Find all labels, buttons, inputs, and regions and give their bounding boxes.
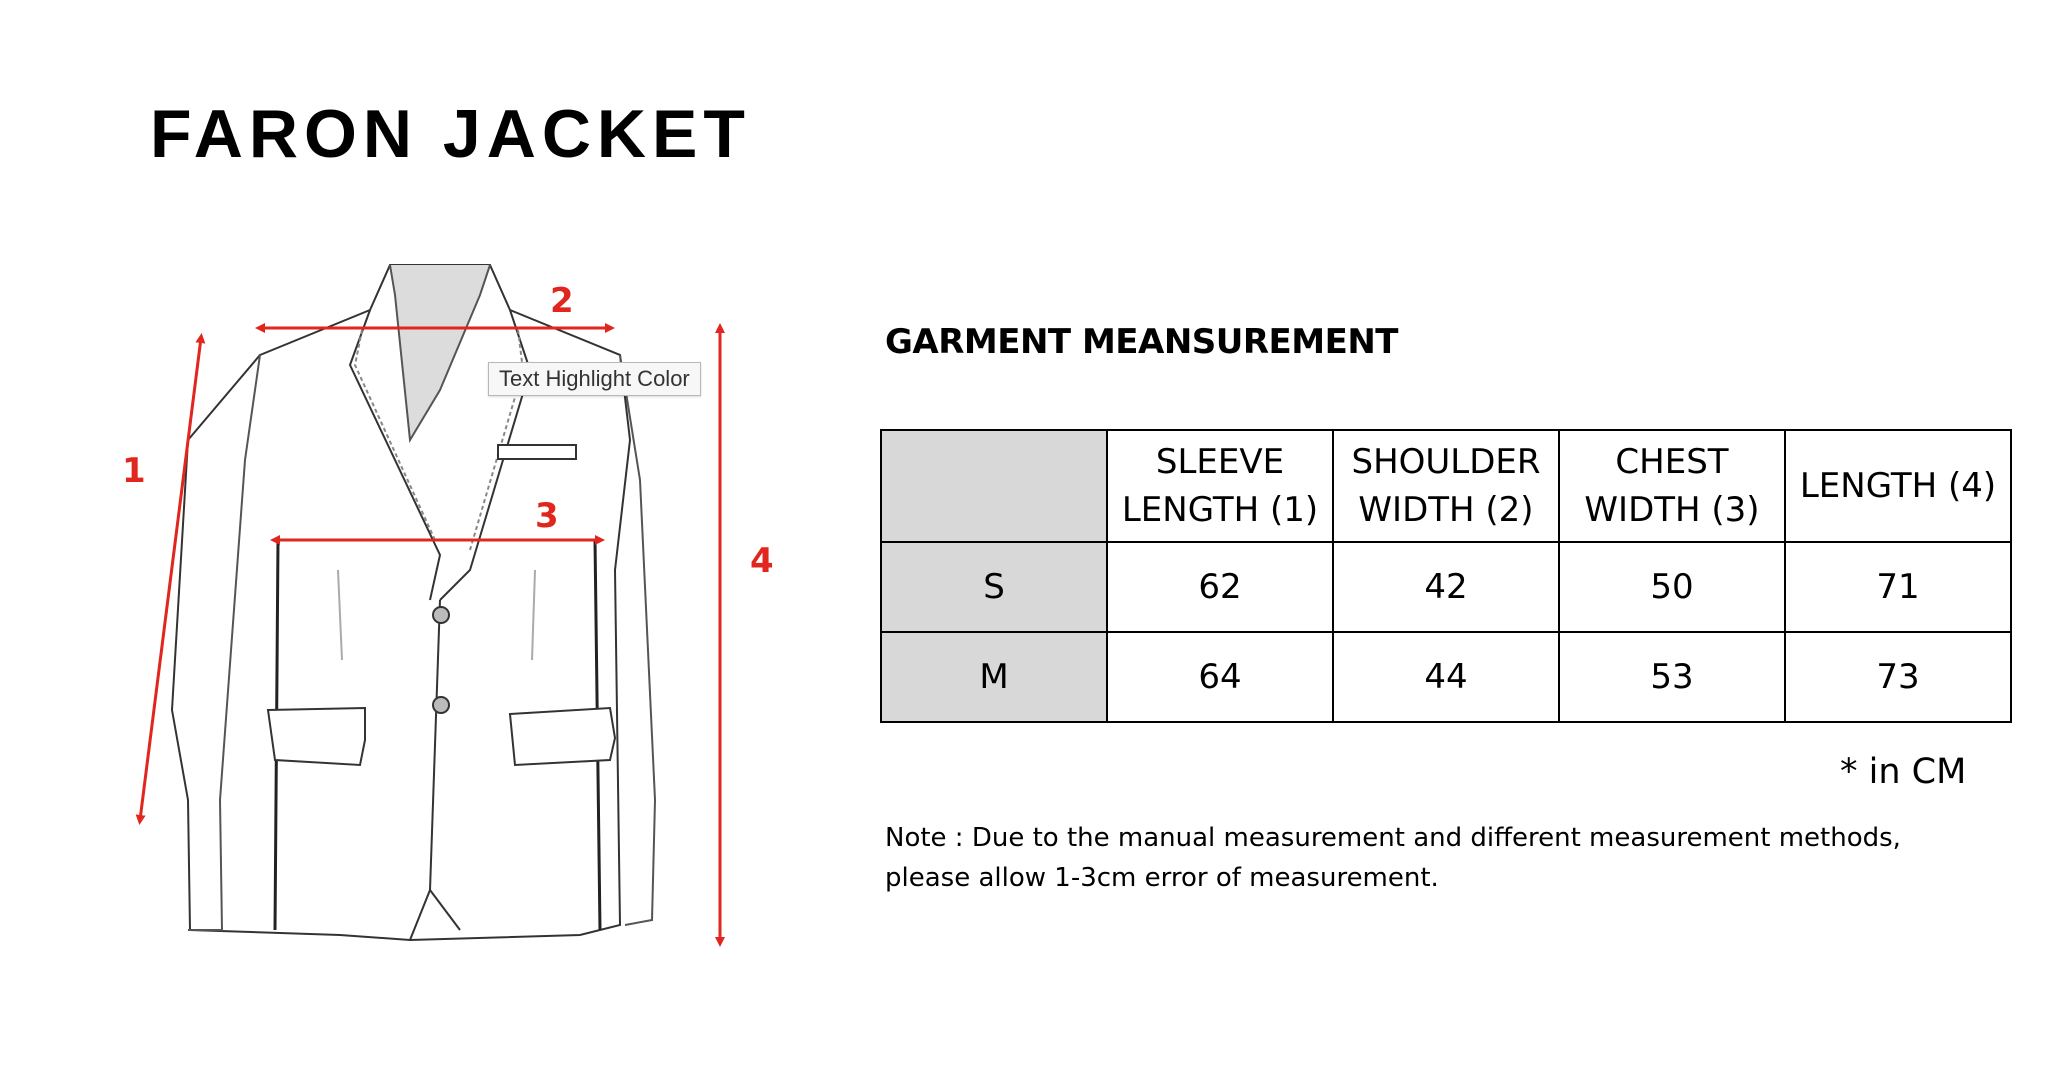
note-line-2: please allow 1-3cm error of measurement.	[885, 863, 1439, 893]
table-row: S 62 42 50 71	[880, 541, 2012, 633]
measurement-arrows	[135, 323, 725, 947]
header-shoulder-width: SHOULDER WIDTH (2)	[1332, 429, 1560, 543]
measurement-table: SLEEVE LENGTH (1) SHOULDER WIDTH (2) CHE…	[880, 429, 2012, 723]
table-header-row: SLEEVE LENGTH (1) SHOULDER WIDTH (2) CHE…	[880, 429, 2012, 543]
value-cell: 71	[1784, 541, 2012, 633]
table-row: M 64 44 53 73	[880, 631, 2012, 723]
header-line: LENGTH (1)	[1121, 490, 1319, 530]
header-chest-width: CHEST WIDTH (3)	[1558, 429, 1786, 543]
header-line: SHOULDER	[1351, 442, 1541, 482]
sleeve-length-arrow	[135, 333, 206, 825]
jacket-outline	[170, 264, 657, 942]
value-cell: 53	[1558, 631, 1786, 723]
label-chest-width: 3	[535, 496, 559, 536]
header-sleeve-length: SLEEVE LENGTH (1)	[1106, 429, 1334, 543]
header-line: SLEEVE	[1155, 442, 1285, 482]
header-line: WIDTH (2)	[1358, 490, 1534, 530]
value-cell: 42	[1332, 541, 1560, 633]
header-line: WIDTH (3)	[1584, 490, 1760, 530]
label-shoulder-width: 2	[550, 281, 574, 321]
measurement-note: Note : Due to the manual measurement and…	[885, 818, 1901, 898]
jacket-sketch: 1 2 3 4	[122, 264, 774, 947]
label-sleeve-length: 1	[122, 451, 146, 491]
header-line: LENGTH (4)	[1799, 466, 1997, 506]
size-cell: M	[880, 631, 1108, 723]
header-line: CHEST	[1615, 442, 1729, 482]
value-cell: 73	[1784, 631, 2012, 723]
header-length: LENGTH (4)	[1784, 429, 2012, 543]
value-cell: 44	[1332, 631, 1560, 723]
label-length: 4	[750, 541, 774, 581]
value-cell: 50	[1558, 541, 1786, 633]
size-cell: S	[880, 541, 1108, 633]
unit-note: * in CM	[1840, 752, 1967, 792]
value-cell: 64	[1106, 631, 1334, 723]
text-highlight-tooltip: Text Highlight Color	[488, 362, 701, 396]
header-corner-cell	[880, 429, 1108, 543]
value-cell: 62	[1106, 541, 1334, 633]
page-title: FARON JACKET	[150, 96, 751, 172]
note-line-1: Note : Due to the manual measurement and…	[885, 823, 1901, 853]
measurement-title: GARMENT MEANSUREMENT	[885, 322, 1398, 362]
